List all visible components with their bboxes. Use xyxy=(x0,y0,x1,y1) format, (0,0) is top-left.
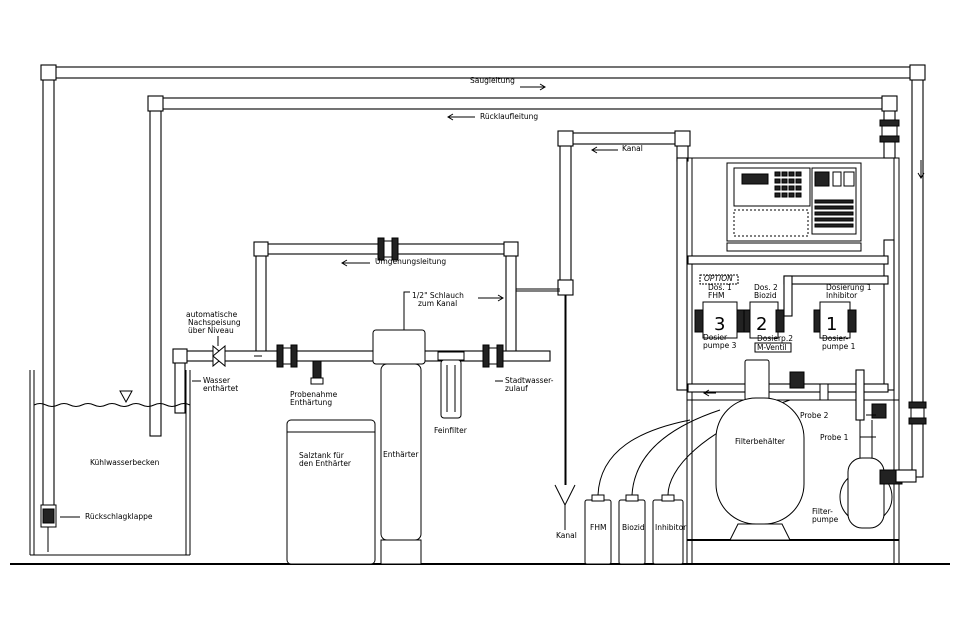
label-schlauch-1: 1/2" Schlauch xyxy=(412,291,464,300)
label-dos1-2: FHM xyxy=(708,291,724,300)
label-probe2: Probe 2 xyxy=(800,411,829,420)
kanal-pipe xyxy=(557,130,691,485)
label-inhibitor: Inhibitor xyxy=(655,523,687,532)
sample-valve-icon xyxy=(310,360,324,385)
label-option: OPTION xyxy=(704,274,733,283)
label-dos1-1: Dos. 1 xyxy=(708,283,732,292)
label-filterbehaelter: Filterbehälter xyxy=(735,437,786,446)
saugleitung-pipe xyxy=(40,64,926,508)
label-dosierpumpe1-1: Dosier- xyxy=(822,334,849,343)
label-wasser-1: Wasser xyxy=(203,376,231,385)
label-dosierpumpe1-2: pumpe 1 xyxy=(822,342,856,351)
label-pump3-number: 3 xyxy=(714,314,725,335)
label-stadtwasser-1: Stadtwasser- xyxy=(505,376,554,385)
label-kuehlwasserbecken: Kühlwasserbecken xyxy=(90,458,160,467)
label-mventil: M-Ventil xyxy=(757,343,787,352)
label-schlauch-2: zum Kanal xyxy=(418,299,457,308)
label-dos2-2: Biozid xyxy=(754,291,777,300)
label-wasser-2: enthärtet xyxy=(203,384,238,393)
bypass-valve-icon xyxy=(377,237,399,261)
label-dosierpumpe3-1: Dosier- xyxy=(703,333,730,342)
dosing-pump-3 xyxy=(694,301,746,339)
cooling-basin xyxy=(29,370,191,556)
label-filterpumpe-1: Filter- xyxy=(812,507,833,516)
drain-funnel-icon xyxy=(554,484,576,507)
label-rueckschlagklappe: Rückschlagklappe xyxy=(85,512,153,521)
label-pump2-number: 2 xyxy=(756,314,767,335)
canister-inhibitor xyxy=(652,494,684,565)
label-dosierpumpe3-2: pumpe 3 xyxy=(703,341,737,350)
label-dosierung1-1: Dosierung 1 xyxy=(826,283,872,292)
filter-pump xyxy=(839,420,917,529)
label-salztank-1: Salztank für xyxy=(299,451,345,460)
skid-internal-piping xyxy=(676,157,895,421)
label-stadtwasser-2: zulauf xyxy=(505,384,528,393)
label-nachspeisung-1: automatische xyxy=(186,310,238,319)
saugleitung-union-icon xyxy=(908,401,927,425)
multiport-valve-icon xyxy=(744,359,770,401)
label-kanal-top: Kanal xyxy=(622,144,643,153)
label-umgehungsleitung: Umgehungsleitung xyxy=(375,257,446,266)
ruecklauf-union-icon xyxy=(879,119,900,143)
canister-fhm xyxy=(584,494,612,565)
label-probenahme-1: Probenahme xyxy=(290,390,338,399)
salt-tank xyxy=(286,419,376,565)
dosing-pump-2 xyxy=(743,301,785,339)
label-dosierp2: Dosierp.2 xyxy=(757,334,793,343)
main-line-union-icon xyxy=(276,344,298,368)
label-enthaerter: Enthärter xyxy=(383,450,419,459)
fine-filter xyxy=(437,351,465,419)
label-dosierung1-2: Inhibitor xyxy=(826,291,858,300)
label-feinfilter: Feinfilter xyxy=(434,426,468,435)
dosing-pump-1 xyxy=(813,301,857,339)
softened-water-pipe xyxy=(172,348,551,414)
label-salztank-2: den Enthärter xyxy=(299,459,352,468)
label-probenahme-2: Enthärtung xyxy=(290,398,332,407)
inlet-union-icon xyxy=(482,344,504,368)
label-pump1-number: 1 xyxy=(826,314,837,335)
label-probe1: Probe 1 xyxy=(820,433,849,442)
label-nachspeisung-3: über Niveau xyxy=(188,326,234,335)
canister-biozid xyxy=(618,494,646,565)
water-softener xyxy=(372,329,426,565)
label-filterpumpe-2: pumpe xyxy=(812,515,839,524)
water-level-icon xyxy=(119,390,133,404)
label-biozid: Biozid xyxy=(622,523,645,532)
check-valve-icon xyxy=(40,504,57,552)
label-dos2-1: Dos. 2 xyxy=(754,283,778,292)
label-kanal-bottom: Kanal xyxy=(556,531,577,540)
control-cabinet xyxy=(726,162,862,252)
level-valve-icon xyxy=(212,344,226,368)
label-nachspeisung-2: Nachspeisung xyxy=(188,318,241,327)
label-ruecklaufleitung: Rücklaufleitung xyxy=(480,112,538,121)
filter-vessel xyxy=(715,397,805,541)
label-fhm: FHM xyxy=(590,523,606,532)
label-saugleitung: Saugleitung xyxy=(470,76,515,85)
